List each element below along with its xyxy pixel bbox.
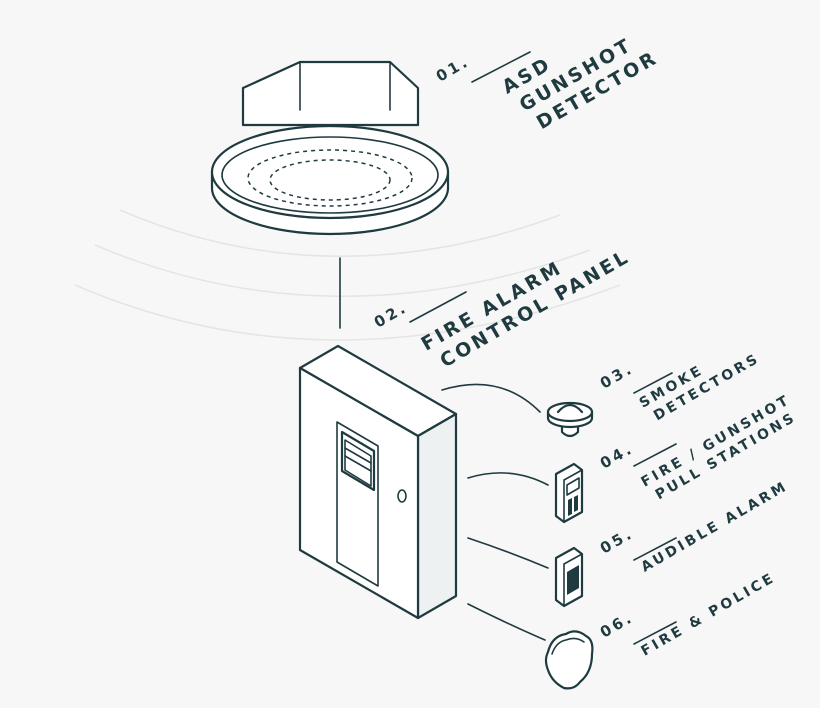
label-fire-and-police: 06. FIRE & POLICE <box>597 570 779 660</box>
label-number: 05. <box>597 524 637 557</box>
label-number: 04. <box>597 439 637 472</box>
pull-station-illustration <box>554 462 584 524</box>
smoke-detector-illustration <box>546 401 594 438</box>
label-leader-lines <box>409 51 677 645</box>
label-number: 02. <box>371 298 411 331</box>
police-badge-illustration <box>544 630 594 690</box>
label-line: FIRE & POLICE <box>639 570 779 660</box>
label-number: 06. <box>597 608 637 641</box>
label-number: 03. <box>597 359 637 392</box>
control-panel-illustration <box>298 344 458 620</box>
label-asd-gunshot-detector: 01. ASD GUNSHOT DETECTOR <box>433 34 662 134</box>
audible-alarm-illustration <box>554 546 584 608</box>
sound-waves <box>74 209 621 341</box>
gunshot-detector-illustration <box>210 60 450 236</box>
label-number: 01. <box>433 52 473 85</box>
device-connectors <box>441 383 549 641</box>
